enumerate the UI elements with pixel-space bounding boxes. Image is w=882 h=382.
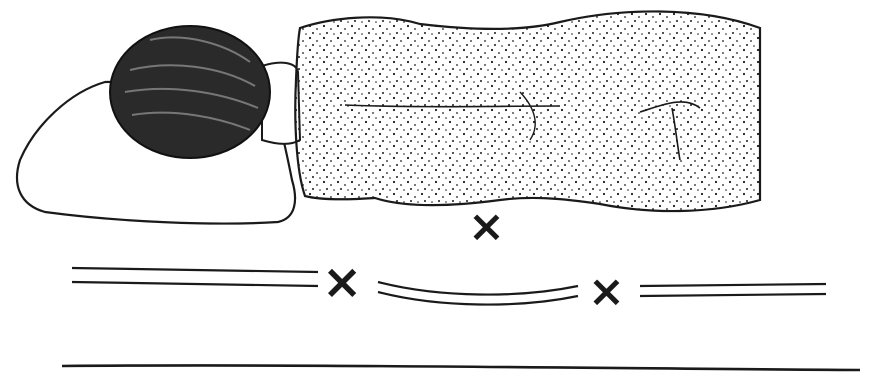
floor-line — [62, 365, 860, 370]
cross-mark-left: × — [322, 258, 362, 306]
upper-support-line-right — [640, 284, 826, 296]
cross-mark-right: × — [588, 270, 625, 314]
upper-support-line-middle — [378, 282, 578, 305]
cross-mark-abdomen: × — [468, 205, 505, 249]
head — [110, 26, 270, 158]
torso — [295, 11, 760, 211]
upper-support-line-left — [72, 268, 318, 286]
